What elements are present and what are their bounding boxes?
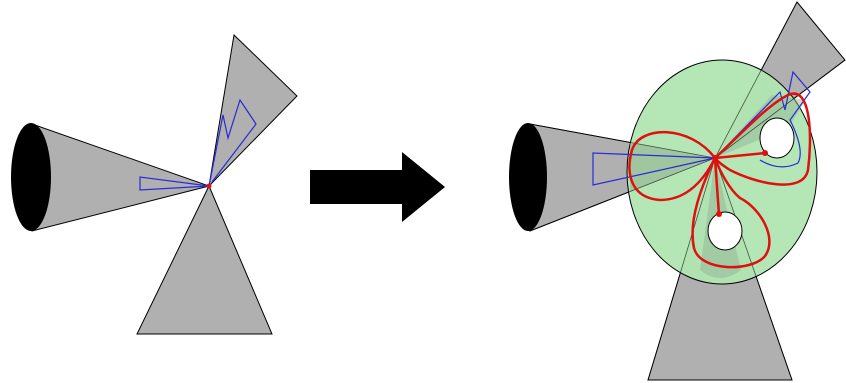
right-blue-curve-upper [714,70,811,168]
hole-upper [759,117,795,159]
red-loop-upper [714,92,812,186]
red-point-upper [762,150,768,156]
red-connector-lower [713,157,721,216]
red-loop-lower [691,157,771,269]
transform-arrow [310,152,445,222]
red-point-lower [716,211,722,217]
right-left-cone-base [509,123,547,231]
right-panel [509,1,846,381]
red-loop-left [628,130,717,202]
right-blue-curve-left [592,152,716,186]
upper-cone-inside-disk [715,95,806,158]
blue-curve-left [139,176,210,191]
apex-point [206,183,212,189]
right-apex-point [712,155,718,161]
blue-curve-upper [208,98,257,187]
upper-right-cone [208,33,298,188]
hole-lower [707,211,743,251]
left-cone-base [11,123,51,231]
left-cone [31,123,211,232]
bottom-cone [136,184,273,335]
left-panel [11,33,298,335]
red-connector-upper [714,151,766,160]
